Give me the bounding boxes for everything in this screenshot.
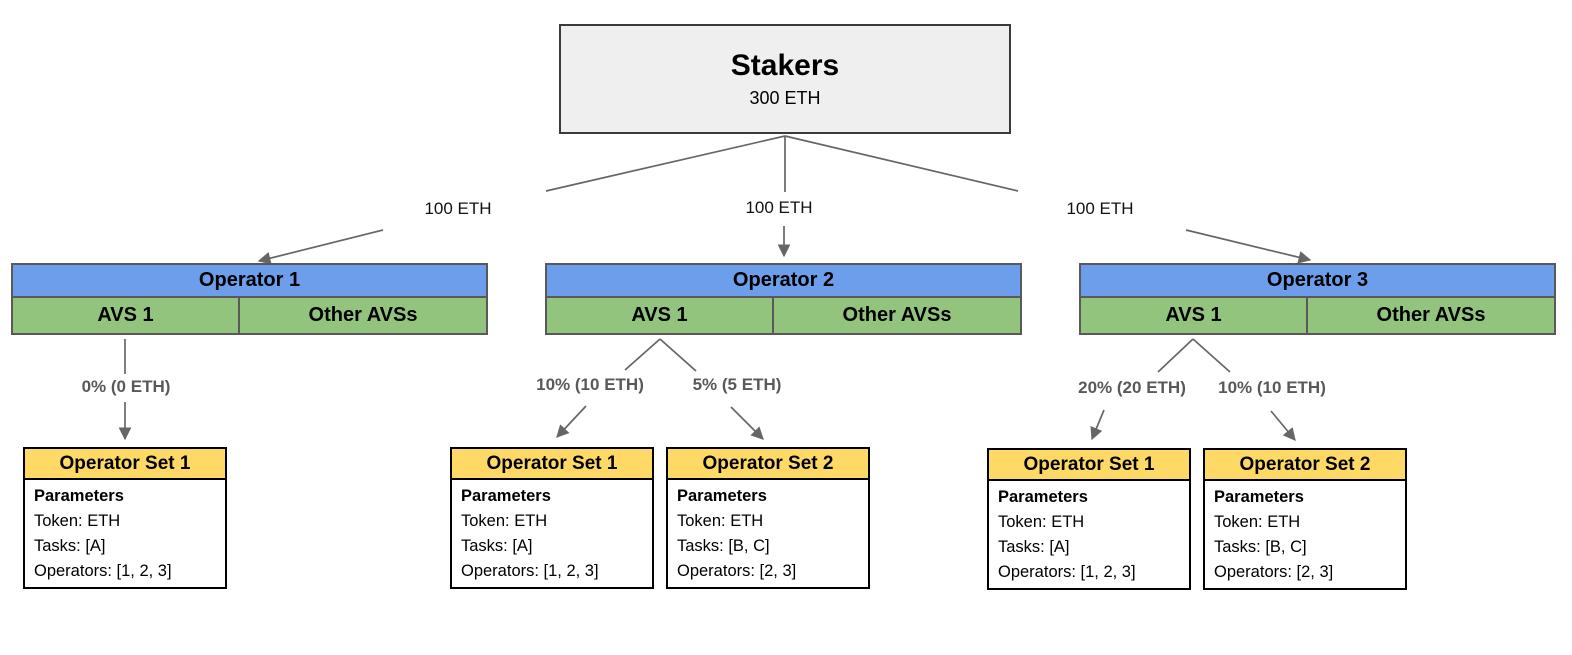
delegation-label-2: 100 ETH [745,198,813,217]
params-heading: Parameters [998,488,1088,506]
param-tasks: Tasks: [A] [998,538,1070,556]
operator3-title: Operator 3 [1081,265,1554,298]
operator1-title: Operator 1 [13,265,486,298]
allocation-label-op3-set2: 10% (10 ETH) [1218,378,1326,397]
param-operators: Operators: [1, 2, 3] [34,562,172,580]
delegation-arrows [257,226,1312,265]
param-operators: Operators: [1, 2, 3] [998,563,1136,581]
operator2-node: Operator 2 AVS 1 Other AVSs [545,263,1022,335]
operator2-other-avss-cell: Other AVSs [774,298,1020,333]
op1-operator-set-1-node: Operator Set 1 Parameters Token: ETH Tas… [23,447,227,589]
operator2-avs1-cell: AVS 1 [547,298,775,333]
stakers-fan-lines [545,135,1019,192]
params-heading: Parameters [461,487,551,505]
op3-operator-set-1-node: Operator Set 1 Parameters Token: ETH Tas… [987,448,1191,590]
stakers-node: Stakers 300 ETH [559,24,1011,134]
param-token: Token: ETH [461,512,548,530]
op2-operator-set-2-title: Operator Set 2 [668,449,868,480]
param-operators: Operators: [1, 2, 3] [461,562,599,580]
param-tasks: Tasks: [B, C] [677,537,770,555]
param-token: Token: ETH [998,513,1085,531]
param-token: Token: ETH [34,512,121,530]
param-token: Token: ETH [1214,513,1301,531]
param-tasks: Tasks: [A] [34,537,106,555]
params-heading: Parameters [34,487,124,505]
operator2-title: Operator 2 [547,265,1020,298]
op3-operator-set-1-title: Operator Set 1 [989,450,1189,481]
op3-operator-set-2-title: Operator Set 2 [1205,450,1405,481]
params-heading: Parameters [677,487,767,505]
delegation-label-3: 100 ETH [1066,199,1134,218]
op2-operator-set-1-title: Operator Set 1 [452,449,652,480]
operator1-other-avss-cell: Other AVSs [240,298,486,333]
op1-operator-set-1-title: Operator Set 1 [25,449,225,480]
operator3-other-avss-cell: Other AVSs [1308,298,1554,333]
operator3-avs1-cell: AVS 1 [1081,298,1309,333]
allocation-label-op2-set1: 10% (10 ETH) [536,375,644,394]
param-tasks: Tasks: [B, C] [1214,538,1307,556]
op3-operator-set-2-node: Operator Set 2 Parameters Token: ETH Tas… [1203,448,1407,590]
operator1-avs1-cell: AVS 1 [13,298,241,333]
params-heading: Parameters [1214,488,1304,506]
allocation-label-op1-set1: 0% (0 ETH) [81,377,171,396]
stakers-amount: 300 ETH [749,88,821,108]
allocation-label-op2-set2: 5% (5 ETH) [692,375,782,394]
param-operators: Operators: [2, 3] [1214,563,1334,581]
allocation-label-op3-set1: 20% (20 ETH) [1078,378,1186,397]
param-operators: Operators: [2, 3] [677,562,797,580]
stakers-title: Stakers [730,49,840,82]
param-token: Token: ETH [677,512,764,530]
operator1-node: Operator 1 AVS 1 Other AVSs [11,263,488,335]
param-tasks: Tasks: [A] [461,537,533,555]
delegation-label-1: 100 ETH [424,199,492,218]
op2-operator-set-1-node: Operator Set 1 Parameters Token: ETH Tas… [450,447,654,589]
operator3-node: Operator 3 AVS 1 Other AVSs [1079,263,1556,335]
op2-operator-set-2-node: Operator Set 2 Parameters Token: ETH Tas… [666,447,870,589]
